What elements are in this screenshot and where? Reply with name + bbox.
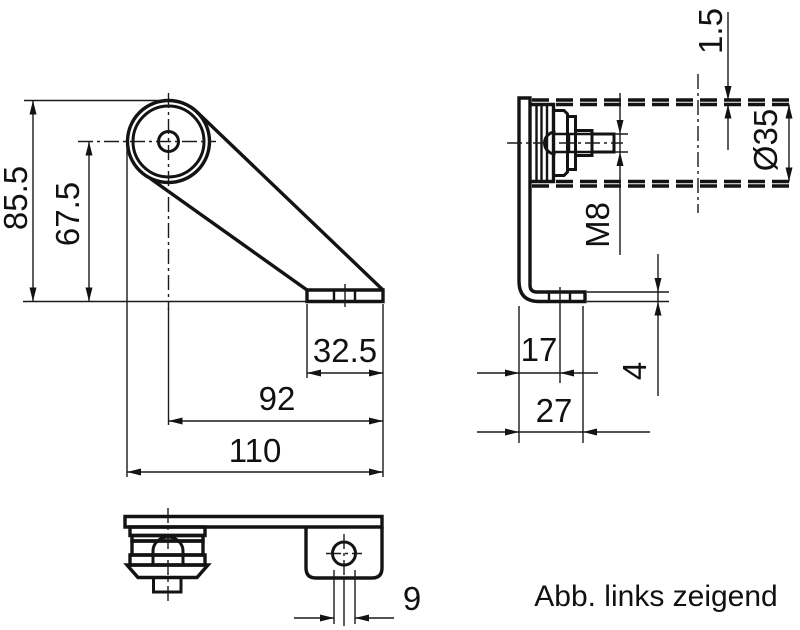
roller-taper [123,563,212,580]
dim-front-total-height: 85.5 [0,166,34,230]
base-hole-edges [332,290,357,302]
arrowhead [785,104,793,119]
arrowhead [85,141,93,156]
arrowhead [320,614,334,622]
bracket-inner-edge [150,177,308,292]
front-view: 85.5 67.5 32.5 92 110 [0,93,385,477]
arrowhead [369,417,383,425]
arrowhead [616,120,624,134]
drawing-caption: Abb. links zeigend [534,580,778,613]
arrowhead [29,287,37,302]
flange-hole-edges [547,292,572,302]
dim-side-flange-lip: 1.5 [692,8,729,54]
arrowhead [724,104,732,119]
ext-m8 [614,133,628,153]
plate-profile [517,96,587,304]
dim-side-roller-diameter: Ø35 [747,109,784,171]
dim-side-material-thickness: 4 [616,362,653,380]
arrowhead [505,428,519,436]
side-view: 1.5 Ø35 M8 17 27 4 [477,8,795,443]
dim-side-flange-depth: 27 [536,392,573,429]
roller-band-1 [128,525,207,538]
dim-front-base-offset: 32.5 [313,332,377,369]
bottom-view: 9 [123,508,421,626]
dim-front-total-width: 110 [229,432,282,469]
arrowhead [654,301,662,316]
arrowhead [785,167,793,182]
arrowhead [560,369,574,377]
arrowhead [355,614,369,622]
arrowhead [369,468,383,476]
dim-side-thread: M8 [579,202,616,248]
arrowhead [505,369,519,377]
arrowhead [724,86,732,100]
dim-front-axis-to-edge: 92 [259,380,296,417]
dim-side-hole-center: 17 [521,331,558,368]
arrowhead [369,369,383,377]
bracket-base [305,288,385,304]
arrowhead [616,152,624,166]
arrowhead [583,428,597,436]
arrowhead [654,278,662,292]
bolt-head [574,129,594,157]
arrowhead [307,369,321,377]
dim-bottom-hole-diameter: 9 [403,580,421,617]
ext-4 [587,291,669,303]
dim-front-axis-height: 67.5 [49,182,86,246]
bolt-tip [152,576,183,594]
arrowhead [85,287,93,302]
arrowhead [168,417,183,425]
arrowhead [29,100,37,115]
arrowhead [127,468,141,476]
bracket-outer-edge [195,110,385,292]
